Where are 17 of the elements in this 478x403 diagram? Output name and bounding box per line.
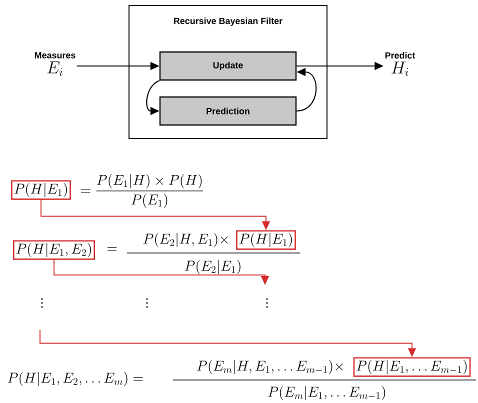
highlight-box: $P(H|E_1)$ (11, 180, 71, 200)
highlight-box: $P(H|E_1,E_2)$ (13, 240, 95, 260)
equation-part: $\vdots$ (41, 298, 43, 308)
equation-part: $= \dfrac{P(E_1|H)\times P(H)}{P(E_1)}$ (80, 174, 204, 208)
equation-part: $\vdots$ (146, 298, 148, 308)
highlight-box: $P(H|E_1)$ (236, 230, 296, 250)
equation-part: $=$ (107, 247, 117, 251)
highlight-box: $P(H|E_1,\ldots E_{m-1})$ (353, 357, 471, 377)
process-box: Prediction (159, 96, 297, 126)
signal-label: Predict $H_i$ (385, 52, 416, 76)
process-box: Update (159, 51, 297, 81)
signal-label: Measures $E_i$ (34, 52, 76, 76)
equation-part: $P(E_2|E_1)$ (184, 260, 240, 274)
equation-part: $\vdots$ (266, 298, 268, 308)
equation-part: $P(E_m|E_1,\ldots E_{m-1})$ (268, 386, 386, 400)
equation-part: $P(H|E_1,E_2,\ldots E_m) =$ (8, 372, 143, 386)
equation-part: $P(E_m|H,E_1,\ldots E_{m-1})\times$ (197, 360, 343, 374)
